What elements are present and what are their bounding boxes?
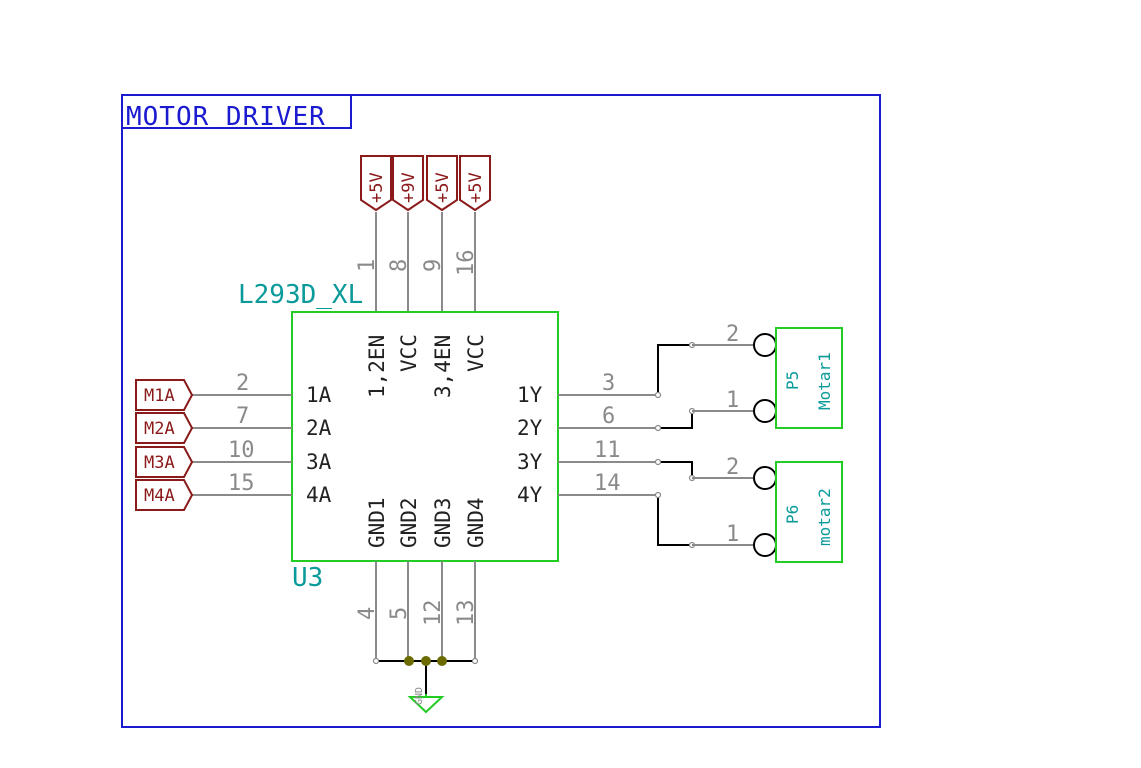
connector-pin-circle	[753, 333, 777, 357]
sheet-title-box	[121, 94, 352, 129]
pin-number: 13	[454, 600, 479, 627]
pin-number: 4	[355, 607, 380, 620]
connector-pin-number: 1	[726, 388, 739, 413]
connector-pin-number: 2	[726, 455, 739, 480]
output-wire-ends	[654, 341, 696, 549]
left-pin-lines	[192, 394, 292, 496]
pin-name: GND1	[365, 497, 389, 548]
power-flag-5v-2[interactable]: +5V	[426, 155, 458, 212]
global-label-text: M4A	[144, 486, 175, 506]
power-flag-label: +9V	[399, 172, 419, 203]
sheet-border	[121, 94, 881, 728]
junction-dot	[421, 656, 431, 666]
pin-name: GND4	[464, 497, 488, 548]
pin-number: 8	[387, 259, 412, 272]
pin-number: 9	[421, 259, 446, 272]
power-flag-label: +5V	[433, 172, 453, 203]
pin-name: 2Y	[517, 416, 543, 440]
global-label-text: M3A	[144, 453, 175, 473]
power-flag-5v-3[interactable]: +5V	[459, 155, 491, 212]
pin-number: 2	[236, 371, 249, 396]
pin-name: GND2	[397, 497, 421, 548]
bottom-pin-lines	[375, 561, 476, 661]
pin-name: 1A	[306, 383, 332, 407]
pin-number: 15	[228, 471, 255, 496]
pin-name: 3,4EN	[431, 335, 455, 398]
pin-number: 10	[228, 438, 255, 463]
ground-label: GND	[414, 687, 425, 705]
pin-number: 7	[236, 404, 249, 429]
pin-name: 3Y	[517, 450, 543, 474]
pin-name: VCC	[464, 334, 488, 372]
power-flag-9v[interactable]: +9V	[392, 155, 424, 212]
connector-pin-number: 1	[726, 522, 739, 547]
ic-reference: U3	[292, 563, 323, 593]
connector-value: motar2	[815, 488, 834, 546]
pin-name: VCC	[397, 334, 421, 372]
output-wires	[657, 344, 693, 546]
connector-p6[interactable]: 2 1 P6 motar2	[692, 455, 843, 563]
connector-pin-circle	[753, 399, 777, 423]
connector-p5[interactable]: 2 1 P5 Motar1	[692, 322, 843, 429]
global-label-text: M1A	[144, 386, 175, 406]
pin-name: 2A	[306, 416, 332, 440]
global-label-m2a[interactable]: M2A	[135, 412, 194, 444]
connector-reference: P6	[783, 505, 802, 524]
power-flag-label: +5V	[466, 172, 486, 203]
connector-pin-number: 2	[726, 322, 739, 347]
right-pin-lines	[558, 394, 658, 496]
pin-name: 4Y	[517, 483, 543, 507]
ic-value: L293D_XL	[238, 280, 363, 310]
global-label-m4a[interactable]: M4A	[135, 479, 194, 511]
global-label-m3a[interactable]: M3A	[135, 446, 194, 478]
ic-body[interactable]	[291, 311, 559, 562]
pin-number: 16	[454, 250, 479, 277]
pin-name: 1Y	[517, 383, 543, 407]
pin-number: 5	[387, 607, 412, 620]
pin-number: 6	[602, 404, 615, 429]
pin-name: 1,2EN	[365, 335, 389, 398]
power-flag-label: +5V	[367, 172, 387, 203]
connector-body	[775, 461, 843, 563]
pin-number: 3	[602, 371, 615, 396]
sheet-title: MOTOR DRIVER	[126, 102, 326, 132]
connector-body	[775, 327, 843, 429]
connector-value: Motar1	[815, 352, 834, 410]
connector-reference: P5	[783, 371, 802, 390]
top-pin-lines	[375, 212, 476, 312]
junction-dot	[404, 656, 414, 666]
wire-ends	[372, 657, 479, 665]
power-flag-5v-1[interactable]: +5V	[360, 155, 392, 212]
pin-number: 12	[421, 600, 446, 627]
global-label-text: M2A	[144, 419, 175, 439]
pin-number: 1	[355, 259, 380, 272]
junction-dot	[437, 656, 447, 666]
global-label-m1a[interactable]: M1A	[135, 379, 194, 411]
pin-name: 4A	[306, 483, 332, 507]
ground-symbol[interactable]: GND	[407, 687, 445, 714]
connector-pin-circle	[753, 533, 777, 557]
pin-name: 3A	[306, 450, 332, 474]
pin-number: 14	[594, 471, 621, 496]
pin-number: 11	[594, 438, 621, 463]
pin-name: GND3	[431, 497, 455, 548]
connector-pin-circle	[753, 466, 777, 490]
